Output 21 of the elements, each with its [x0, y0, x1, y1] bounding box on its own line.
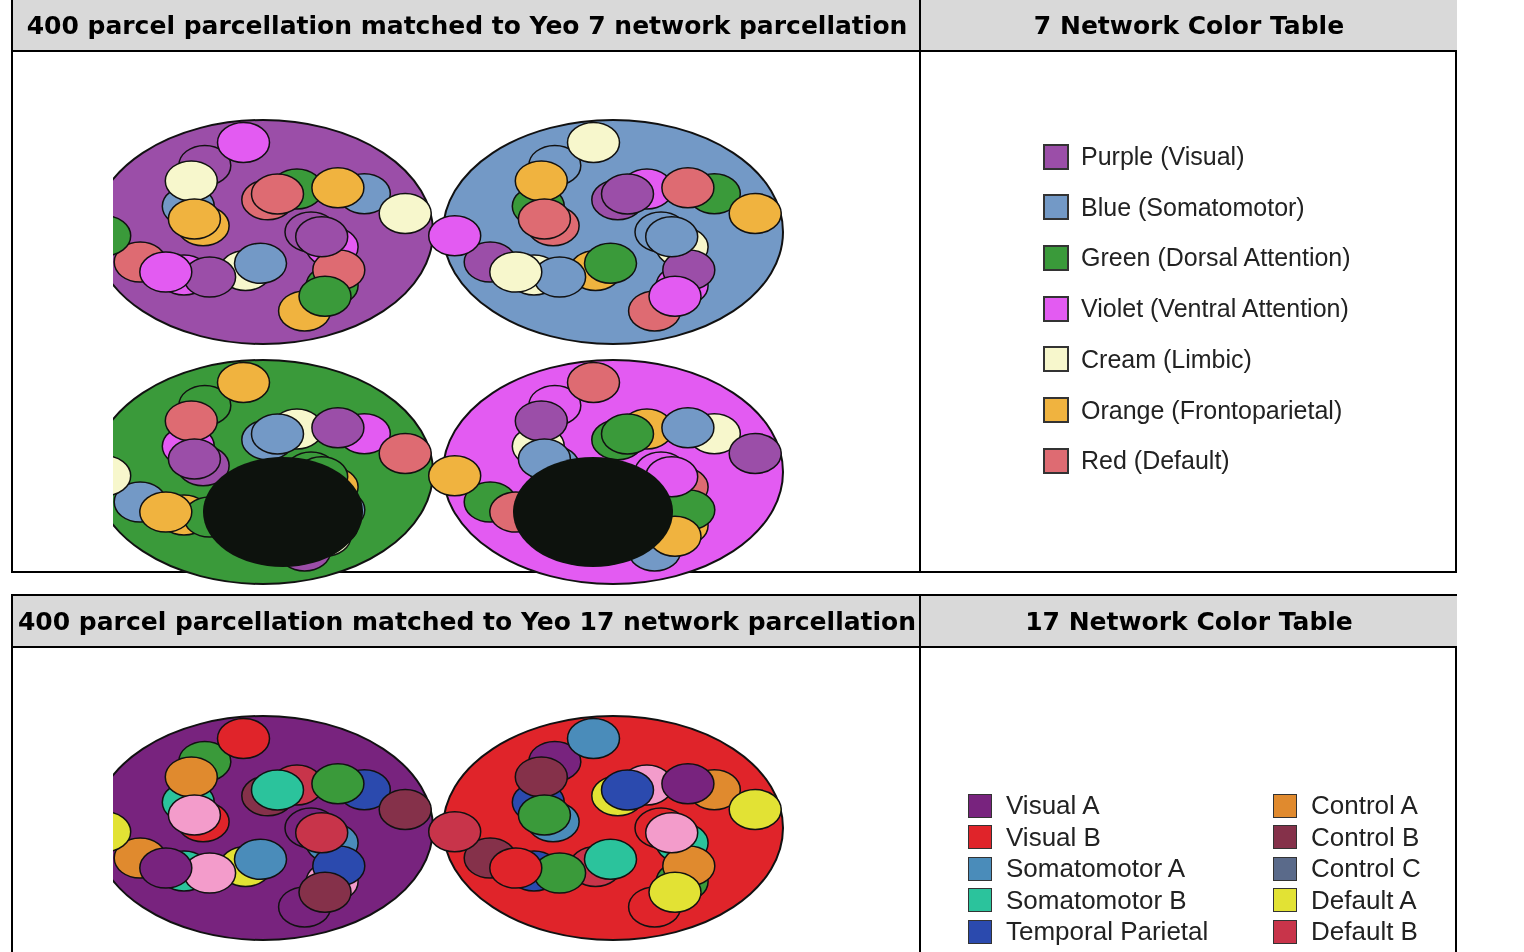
legend-label: Visual A [1006, 790, 1100, 821]
legend-label: Red (Default) [1081, 446, 1230, 476]
legend-label: Control B [1311, 821, 1420, 853]
legend-label: Temporal Parietal [1006, 916, 1209, 947]
legend-label: Green (Dorsal Attention) [1081, 243, 1351, 273]
legend-label: Control A [1311, 790, 1418, 821]
legend-label: Cream (Limbic) [1081, 344, 1252, 374]
column-header: 400 parcel parcellation matched to Yeo 7 network parcellation [13, 0, 921, 52]
legend-label: Orange (Frontoparietal) [1081, 395, 1343, 425]
legend-label: Somatomotor B [1006, 884, 1187, 916]
legend-label: Purple (Visual) [1081, 142, 1245, 171]
column-header: 17 Network Color Table [919, 596, 1457, 648]
legend-label: Blue (Somatomotor) [1081, 192, 1305, 222]
legend-label: Default A [1311, 884, 1417, 916]
column-header: 7 Network Color Table [919, 0, 1457, 52]
legend-label: Default B [1311, 916, 1418, 947]
legend-label: Somatomotor A [1006, 853, 1186, 884]
column-header: 400 parcel parcellation matched to Yeo 17 network parcellation [13, 596, 921, 648]
legend-label: Visual B [1006, 821, 1101, 853]
legend-label: Violet (Ventral Attention) [1081, 294, 1349, 324]
legend-label: Control C [1311, 853, 1421, 884]
